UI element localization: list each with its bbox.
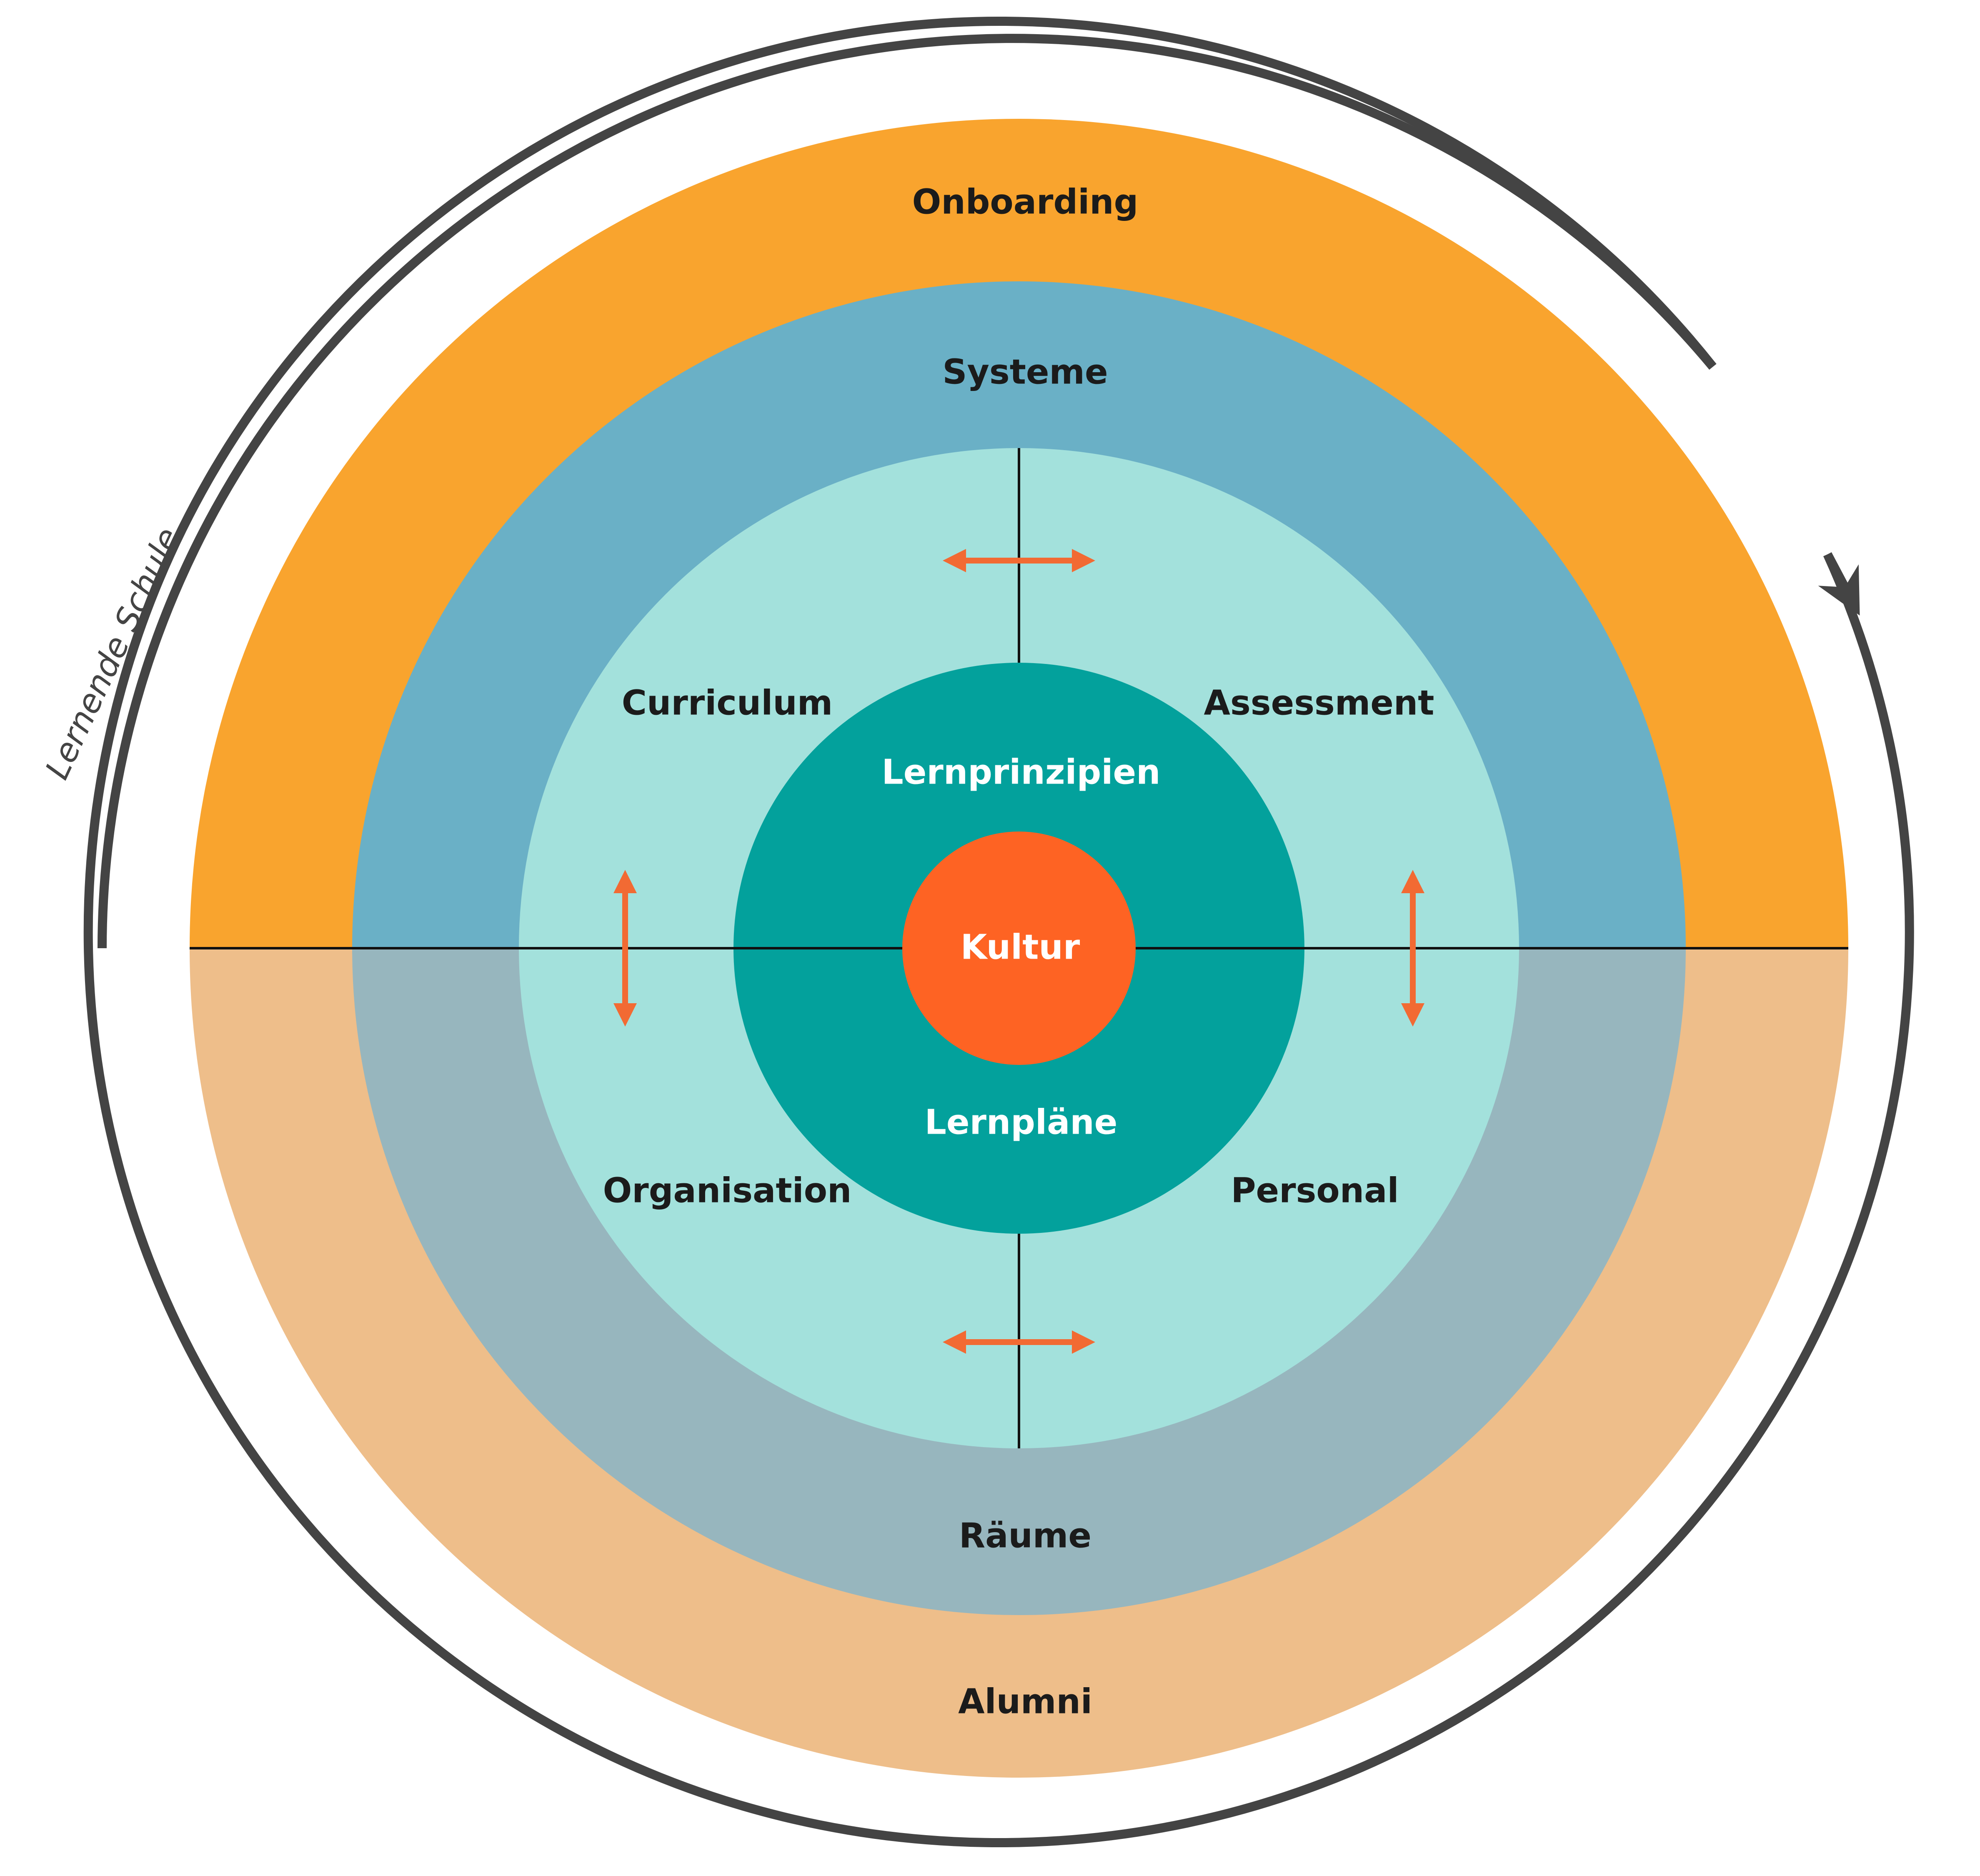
lernplaene-label: Lernpläne: [925, 1102, 1118, 1142]
organisation-label: Organisation: [603, 1171, 852, 1210]
loop-arrow-upper: [98, 34, 1717, 949]
curriculum-label: Curriculum: [622, 683, 833, 723]
loop-arrow-outer: [83, 17, 1914, 1848]
assessment-label: Assessment: [1204, 683, 1434, 723]
loop-arrow-head: [1818, 552, 1860, 616]
kultur-circle: [902, 832, 1136, 1065]
lernprinzipien-label: Lernprinzipien: [882, 752, 1161, 792]
loop-label: Lernende Schule: [38, 522, 188, 785]
systeme-label: Systeme: [942, 352, 1108, 392]
raeume-label: Räume: [959, 1516, 1091, 1555]
kultur-label: Kultur: [961, 927, 1080, 967]
personal-label: Personal: [1231, 1171, 1399, 1210]
onboarding-label: Onboarding: [912, 182, 1139, 222]
alumni-label: Alumni: [958, 1682, 1092, 1721]
